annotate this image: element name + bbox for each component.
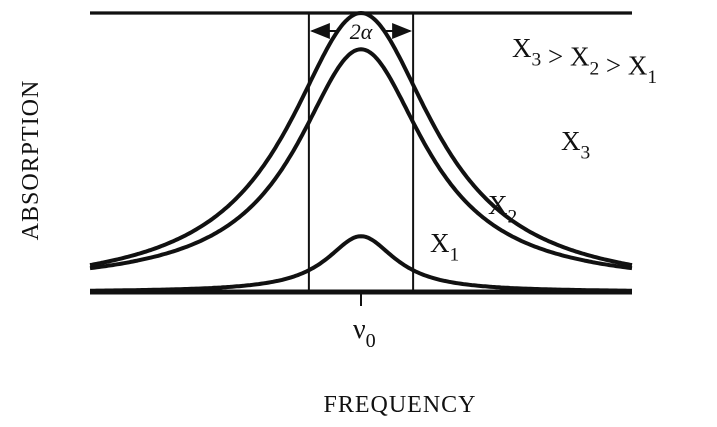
series-label-x1: X1 [430,228,459,266]
y-axis-label: ABSORPTION [18,80,44,241]
series-label-x2: X2 [488,190,517,228]
curve-x2 [89,47,633,271]
window-width-label: 2α [350,19,373,44]
x-axis-label: FREQUENCY [323,392,476,418]
series-label-x3: X3 [561,126,590,164]
x-tick-label: ν0 [353,314,376,352]
series-order-label: X3 > X2 > X1 [512,33,657,88]
curve-x3 [89,11,633,268]
curve-x1 [90,234,632,293]
